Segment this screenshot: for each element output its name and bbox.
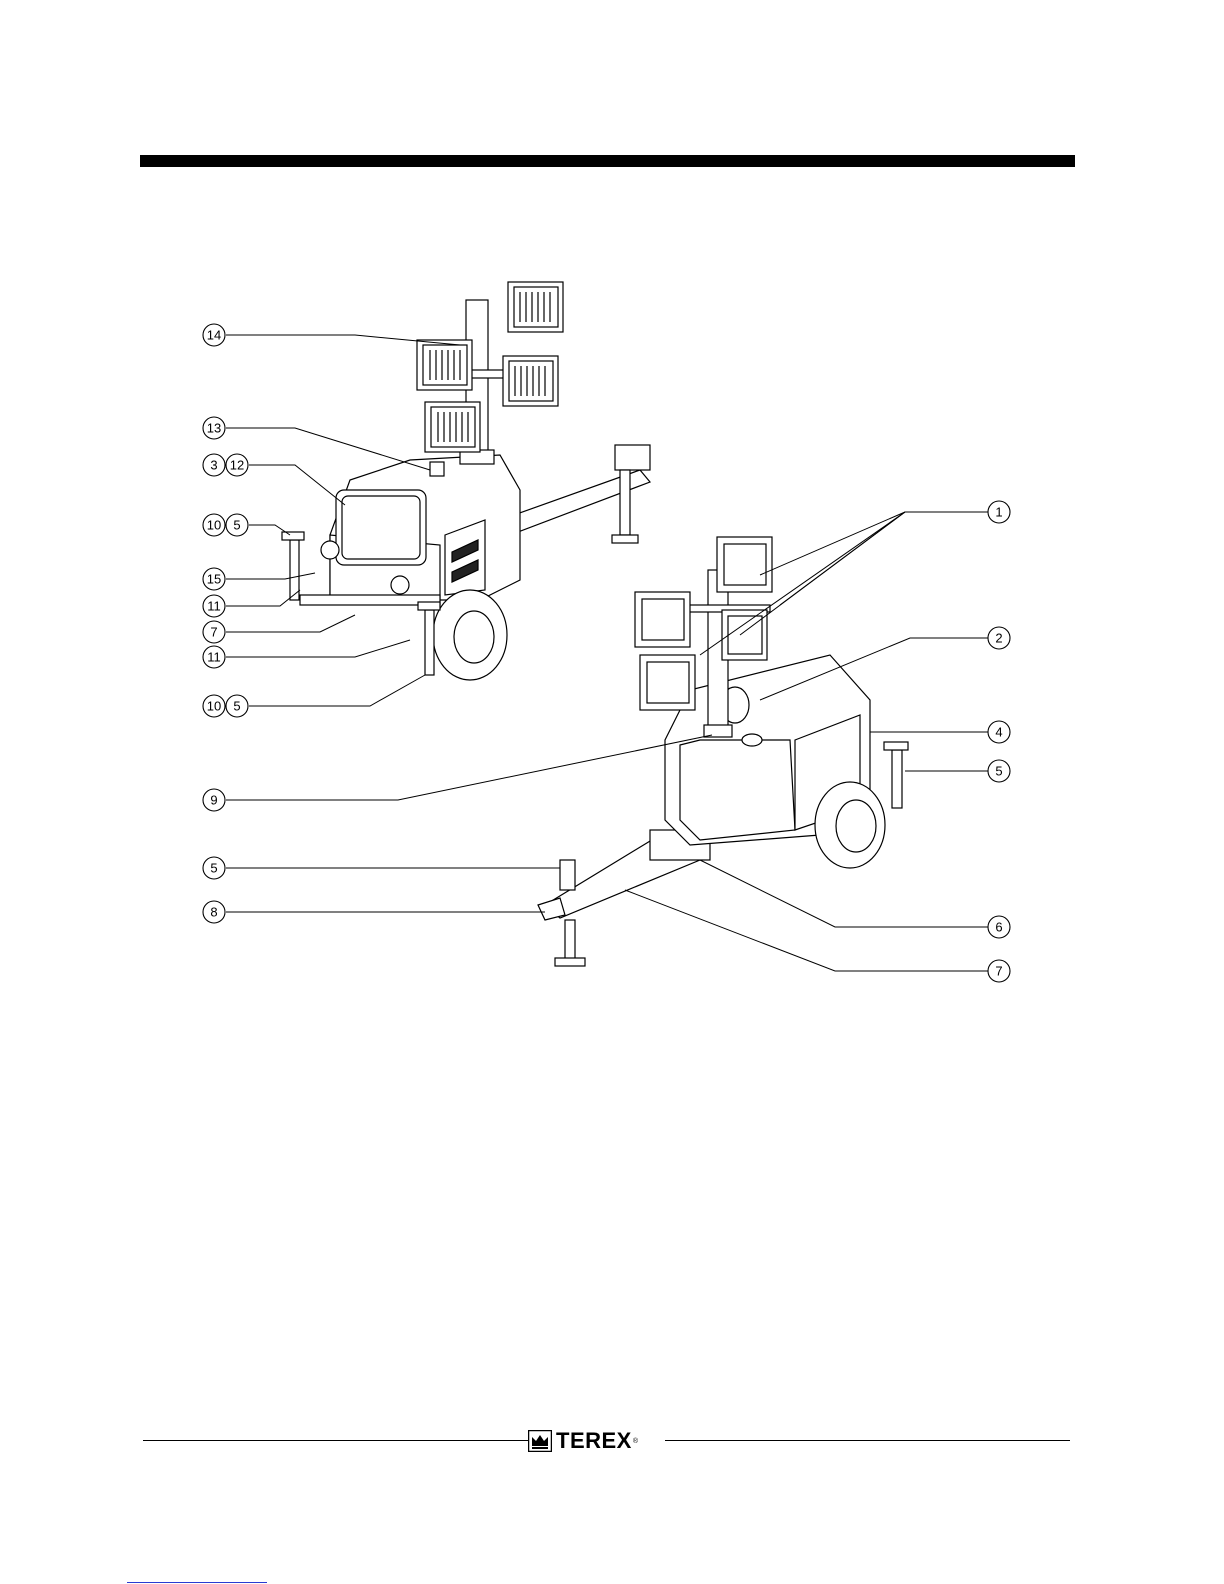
svg-text:11: 11: [207, 599, 221, 614]
callout-9: 9: [203, 789, 225, 811]
svg-text:2: 2: [995, 631, 1002, 646]
svg-text:6: 6: [995, 920, 1002, 935]
svg-text:4: 4: [995, 725, 1002, 740]
callout-13: 13: [203, 417, 225, 439]
svg-text:14: 14: [207, 328, 221, 343]
callout-6: 6: [988, 916, 1010, 938]
svg-text:5: 5: [233, 518, 240, 533]
callout-8: 8: [203, 901, 225, 923]
svg-text:3: 3: [210, 458, 217, 473]
callout-2: 2: [988, 627, 1010, 649]
callout-11-lower: 11: [203, 646, 225, 668]
callout-10-upper: 10: [203, 514, 225, 536]
svg-text:8: 8: [210, 905, 217, 920]
callout-15: 15: [203, 568, 225, 590]
svg-text:11: 11: [207, 650, 221, 665]
callout-1: 1: [988, 501, 1010, 523]
crown-logo-icon: [528, 1430, 552, 1452]
callout-12: 12: [226, 454, 248, 476]
callout-5-lower: 5: [226, 695, 248, 717]
footer-rule-left: [143, 1440, 528, 1441]
footer-rule-right: [665, 1440, 1070, 1441]
callout-4: 4: [988, 721, 1010, 743]
terex-logo: TEREX®: [528, 1428, 638, 1454]
svg-text:7: 7: [210, 625, 217, 640]
svg-text:5: 5: [995, 764, 1002, 779]
light-tower-rear-view: [282, 282, 650, 680]
logo-wordmark: TEREX: [556, 1430, 632, 1452]
svg-text:10: 10: [207, 699, 221, 714]
callout-5-right: 5: [988, 760, 1010, 782]
callout-7-right: 7: [988, 960, 1010, 982]
svg-text:5: 5: [210, 861, 217, 876]
callout-7-left: 7: [203, 621, 225, 643]
svg-text:9: 9: [210, 793, 217, 808]
light-tower-front-view: [538, 537, 908, 966]
callout-11-upper: 11: [203, 595, 225, 617]
callout-14: 14: [203, 324, 225, 346]
svg-text:7: 7: [995, 964, 1002, 979]
svg-text:5: 5: [233, 699, 240, 714]
svg-text:1: 1: [995, 505, 1002, 520]
svg-text:13: 13: [207, 421, 221, 436]
svg-text:10: 10: [207, 518, 221, 533]
callout-3: 3: [203, 454, 225, 476]
svg-text:15: 15: [207, 572, 221, 587]
callout-5-upper: 5: [226, 514, 248, 536]
callout-10-lower: 10: [203, 695, 225, 717]
logo-registered-mark: ®: [633, 1438, 638, 1445]
bottom-link-underline[interactable]: [127, 1582, 267, 1583]
callout-5-tongue: 5: [203, 857, 225, 879]
svg-text:12: 12: [230, 458, 244, 473]
